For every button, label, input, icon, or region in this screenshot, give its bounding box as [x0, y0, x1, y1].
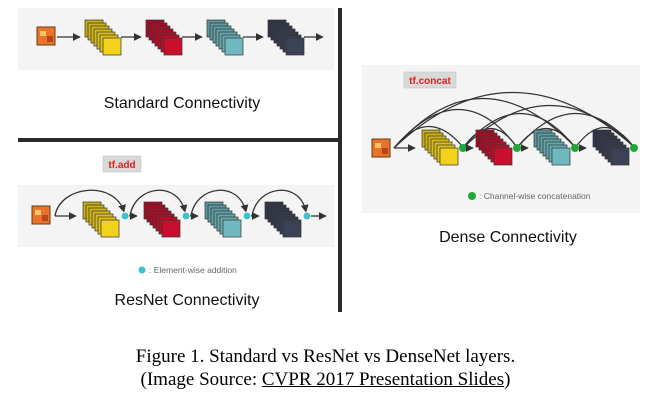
- standard-label: Standard Connectivity: [104, 95, 261, 112]
- dense-legend-text: : Channel-wise concatenation: [479, 191, 591, 201]
- connectivity-diagram: Standard Connectivity tf.add : Element-w…: [18, 8, 640, 312]
- dense-input-image: [371, 138, 391, 158]
- resnet-add-node-3: [242, 211, 252, 221]
- resnet-block-teal: [204, 201, 242, 238]
- dense-block-navy: [592, 129, 630, 166]
- dense-block-teal: [533, 129, 571, 166]
- resnet-add-node-2: [181, 211, 191, 221]
- dense-label: Dense Connectivity: [439, 229, 577, 246]
- caption-source-link[interactable]: CVPR 2017 Presentation Slides: [261, 369, 505, 390]
- dense-block-red: [475, 129, 513, 166]
- dense-concat-node-1: [459, 144, 467, 152]
- resnet-block-yellow: [82, 201, 120, 238]
- dense-legend-dot: [468, 192, 476, 200]
- resnet-add-node-4: [302, 211, 312, 221]
- standard-input-image: [36, 26, 56, 46]
- standard-block-red: [145, 19, 183, 56]
- resnet-tag: tf.add: [102, 155, 142, 173]
- dense-tag-text: tf.concat: [409, 76, 451, 87]
- resnet-block-red: [143, 201, 181, 238]
- caption-source-suffix: ): [504, 369, 511, 390]
- resnet-block-navy: [264, 201, 302, 238]
- resnet-tag-text: tf.add: [108, 160, 135, 171]
- dense-arc-3: [393, 97, 575, 149]
- figure-caption-line-2: (Image Source: CVPR 2017 Presentation Sl…: [0, 369, 651, 391]
- standard-block-yellow: [84, 19, 122, 56]
- dense-block-yellow: [421, 129, 459, 166]
- dense-concat-node-3: [571, 144, 579, 152]
- resnet-skip-arc-1: [54, 189, 126, 217]
- resnet-skip-arc-2: [129, 189, 188, 217]
- figure-caption-line-1: Figure 1. Standard vs ResNet vs DenseNet…: [135, 346, 516, 367]
- resnet-legend-text: : Element-wise addition: [149, 265, 237, 275]
- dense-concat-node-2: [513, 144, 521, 152]
- dense-concat-node-4: [630, 144, 638, 152]
- dense-arc-10: [574, 126, 634, 149]
- dense-tag: tf.concat: [403, 71, 457, 89]
- standard-block-navy: [267, 19, 305, 56]
- standard-block-teal: [206, 19, 244, 56]
- resnet-add-node-1: [120, 211, 130, 221]
- resnet-skip-arc-3: [190, 189, 249, 217]
- resnet-skip-arc-4: [251, 189, 309, 217]
- caption-source-prefix: (Image Source:: [140, 369, 262, 390]
- resnet-legend-dot: [137, 265, 147, 275]
- resnet-label: ResNet Connectivity: [115, 292, 260, 309]
- resnet-input-image: [31, 205, 51, 225]
- dense-arc-4: [393, 91, 634, 149]
